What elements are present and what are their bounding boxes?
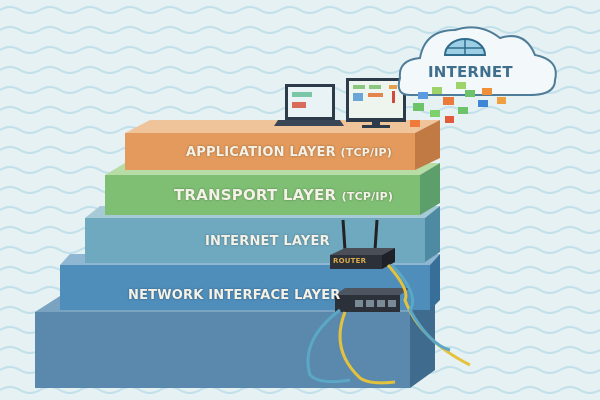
layer-suffix: (TCP/IP) bbox=[340, 146, 392, 159]
layer-suffix: (TCP/IP) bbox=[341, 190, 394, 203]
data-packets bbox=[410, 82, 506, 127]
globe-icon bbox=[443, 38, 487, 56]
desktop-monitor-icon bbox=[346, 78, 406, 128]
layer-name: TRANSPORT LAYER bbox=[174, 186, 337, 204]
application-layer-label: APPLICATION LAYER (TCP/IP) bbox=[186, 145, 392, 160]
internet-layer-label: INTERNET LAYER bbox=[205, 234, 330, 249]
network-cables bbox=[306, 263, 471, 385]
cloud-label: INTERNET bbox=[428, 63, 513, 81]
laptop-icon bbox=[274, 84, 344, 126]
layer-name: NETWORK INTERFACE LAYER bbox=[128, 288, 341, 303]
layer-name: APPLICATION LAYER bbox=[186, 145, 336, 160]
layer-name: INTERNET LAYER bbox=[205, 234, 330, 249]
internet-cloud bbox=[397, 26, 557, 96]
router-icon bbox=[330, 219, 395, 269]
network-interface-layer-label: NETWORK INTERFACE LAYER bbox=[128, 288, 341, 303]
router-label: ROUTER bbox=[333, 257, 367, 265]
network-switch-icon bbox=[335, 288, 410, 312]
application-step bbox=[125, 120, 440, 170]
transport-layer-label: TRANSPORT LAYER (TCP/IP) bbox=[174, 186, 393, 204]
